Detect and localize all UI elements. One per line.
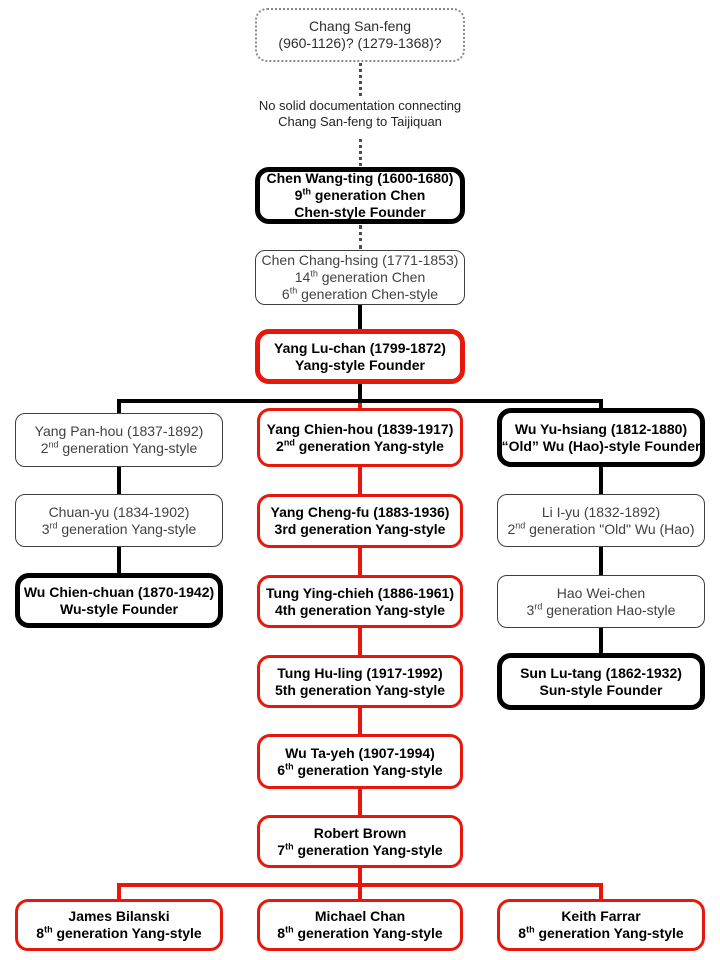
node-chang-san-feng: Chang San-feng (960-1126)? (1279-1368)? [255, 8, 465, 62]
node-chuan-yu: Chuan-yu (1834-1902) 3rd generation Yang… [15, 494, 223, 547]
text-line-1: Sun Lu-tang (1862-1932) [520, 664, 682, 681]
connector-wuyuhsiang-to-liiyu [599, 466, 603, 495]
text-line-1: Tung Ying-chieh (1886-1961) [265, 584, 454, 601]
text-line-1: James Bilanski [68, 908, 170, 924]
text-line-1: Yang Pan-hou (1837-1892) [34, 423, 204, 439]
node-wu-yu-hsiang: Wu Yu-hsiang (1812-1880) “Old” Wu (Hao)-… [497, 408, 705, 467]
node-tung-hu-ling: Tung Hu-ling (1917-1992) 5th generation … [257, 655, 463, 708]
node-tung-ying-chieh: Tung Ying-chieh (1886-1961) 4th generati… [257, 575, 463, 628]
text-line-1: Wu Yu-hsiang (1812-1880) [514, 420, 688, 437]
connector-yangpanhou-to-chuanyu [117, 466, 121, 495]
drop-to-michaelchan [358, 886, 362, 900]
text-line-2: 3rd generation Hao-style [526, 600, 676, 618]
text-line-1: Yang Chien-hou (1839-1917) [266, 420, 454, 437]
text-line-2: Wu-style Founder [60, 600, 178, 617]
node-yang-chien-hou: Yang Chien-hou (1839-1917) 2nd generatio… [257, 408, 463, 467]
text-line-1: Li I-yu (1832-1892) [541, 503, 661, 520]
connector-robertbrown-stub [358, 867, 362, 884]
connector-yangchengfu-to-tungyingchieh [358, 547, 362, 576]
text-line-1: Chen Wang-ting (1600-1680) [266, 170, 454, 186]
text-line-2: 8th generation Yang-style [36, 924, 202, 941]
text-line-3: 6th generation Chen-style [281, 285, 439, 302]
text-line-2: 3rd generation Yang-style [274, 521, 446, 537]
node-keith-farrar: Keith Farrar 8th generation Yang-style [497, 899, 705, 951]
text-line-2: Sun-style Founder [539, 681, 663, 698]
text-line-2: 6th generation Yang-style [277, 760, 443, 778]
connector-tunghuling-to-wutayeh [358, 707, 362, 735]
text-line-3: Chen-style Founder [294, 204, 426, 220]
node-yang-lu-chan: Yang Lu-chan (1799-1872) Yang-style Foun… [255, 329, 465, 384]
drop-to-keithfarrar [599, 883, 603, 900]
branch-line-generation8 [117, 883, 603, 887]
node-chen-chang-hsing: Chen Chang-hsing (1771-1853) 14th genera… [255, 250, 465, 305]
connector-chenwangting-to-chenchanghsing-dotted [359, 225, 362, 249]
text-line-1: Chang San-feng [309, 18, 411, 34]
node-hao-wei-chen: Hao Wei-chen 3rd generation Hao-style [497, 575, 705, 628]
connector-chenchanghsing-to-yangluchan [358, 305, 362, 330]
text-line-2: 2nd generation Yang-style [276, 436, 444, 454]
connector-chang-to-note-dotted [359, 63, 362, 96]
connector-yangchienhou-to-yangchengfu [358, 466, 362, 495]
node-yang-cheng-fu: Yang Cheng-fu (1883-1936) 3rd generation… [257, 494, 463, 548]
node-li-i-yu: Li I-yu (1832-1892) 2nd generation "Old"… [497, 494, 705, 547]
text-line-1: No solid documentation connecting [258, 98, 462, 113]
node-wu-chien-chuan: Wu Chien-chuan (1870-1942) Wu-style Foun… [15, 573, 223, 628]
node-michael-chan: Michael Chan 8th generation Yang-style [257, 899, 463, 951]
text-line-2: 8th generation Yang-style [518, 924, 684, 941]
text-line-1: Hao Wei-chen [556, 584, 646, 601]
text-line-1: Tung Hu-ling (1917-1992) [277, 664, 443, 681]
text-line-1: Michael Chan [314, 908, 406, 924]
connector-liiyu-to-haoweichen [599, 546, 603, 576]
connector-tungyingchieh-to-tunghuling [358, 627, 362, 656]
connector-haoweichen-to-sunlutang [599, 627, 603, 654]
text-line-1: Yang Lu-chan (1799-1872) [274, 339, 446, 356]
node-sun-lu-tang: Sun Lu-tang (1862-1932) Sun-style Founde… [497, 653, 705, 710]
node-james-bilanski: James Bilanski 8th generation Yang-style [15, 899, 223, 951]
text-line-2: 8th generation Yang-style [277, 924, 443, 941]
text-line-1: Robert Brown [313, 824, 407, 841]
node-yang-pan-hou: Yang Pan-hou (1837-1892) 2nd generation … [15, 413, 223, 467]
connector-wutayeh-to-robertbrown [358, 788, 362, 816]
connector-note-to-chenwangting-dotted [359, 139, 362, 166]
text-line-2: Yang-style Founder [295, 356, 425, 373]
drop-to-yangpanhou [117, 399, 121, 414]
text-line-2: Chang San-feng to Taijiquan [278, 114, 442, 129]
drop-to-yangchienhou [358, 403, 362, 409]
text-line-1: Yang Cheng-fu (1883-1936) [270, 504, 450, 520]
text-line-2: 7th generation Yang-style [277, 840, 443, 858]
drop-to-wuyuhsiang [599, 399, 603, 409]
note-no-documentation: No solid documentation connecting Chang … [180, 98, 540, 130]
text-line-2: 3rd generation Yang-style [41, 519, 197, 537]
text-line-1: Chen Chang-hsing (1771-1853) [261, 252, 459, 268]
node-chen-wang-ting: Chen Wang-ting (1600-1680) 9th generatio… [255, 167, 465, 224]
node-robert-brown: Robert Brown 7th generation Yang-style [257, 815, 463, 868]
text-line-2: 9th generation Chen [294, 186, 426, 203]
connector-chuanyu-to-wuchienchuan [117, 546, 121, 574]
text-line-1: Chuan-yu (1834-1902) [48, 503, 190, 520]
text-line-1: Keith Farrar [561, 908, 641, 924]
text-line-2: “Old” Wu (Hao)-style Founder [501, 437, 701, 454]
connector-yangluchan-stub [358, 384, 362, 400]
drop-to-jamesbilanski [117, 883, 121, 900]
text-line-2: 14th generation Chen [294, 268, 426, 285]
branch-line-generation2 [117, 399, 603, 403]
text-line-2: 2nd generation "Old" Wu (Hao) [507, 519, 695, 537]
text-line-2: 4th generation Yang-style [274, 601, 446, 618]
text-line-1: Wu Chien-chuan (1870-1942) [23, 583, 215, 600]
node-wu-ta-yeh: Wu Ta-yeh (1907-1994) 6th generation Yan… [257, 734, 463, 789]
text-line-1: Wu Ta-yeh (1907-1994) [285, 744, 435, 761]
text-line-2: 2nd generation Yang-style [40, 439, 198, 456]
text-line-2: 5th generation Yang-style [274, 681, 446, 698]
text-line-2: (960-1126)? (1279-1368)? [278, 35, 442, 51]
